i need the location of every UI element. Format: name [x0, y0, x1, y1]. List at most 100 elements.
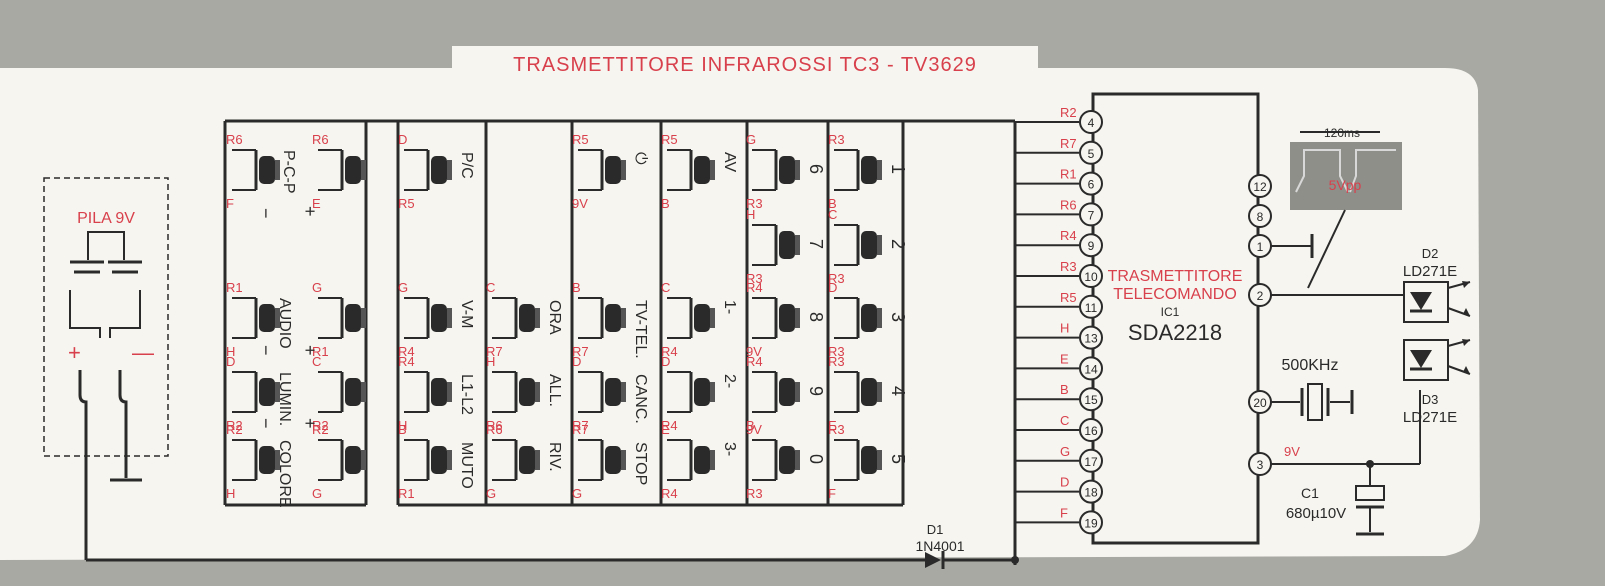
battery-plus: +	[68, 340, 81, 365]
cap-body	[1355, 485, 1385, 501]
button-cap	[779, 378, 795, 406]
button-stem	[877, 450, 882, 470]
button-net-bottom: E	[828, 418, 837, 433]
ic-pin-circle	[1079, 418, 1103, 442]
button-net-top: C	[486, 280, 495, 295]
keypad-button-23: GR3	[746, 132, 800, 211]
button-cap	[431, 304, 447, 332]
ic-pin-net: D	[1060, 475, 1069, 490]
button-net-top: R6	[226, 132, 243, 147]
button-net-bottom: B	[746, 418, 755, 433]
keypad-button-20: CR4	[661, 280, 715, 359]
ic-pin-net: R3	[1060, 259, 1077, 274]
cap-reference: C1	[1301, 485, 1319, 501]
button-cap	[779, 446, 795, 474]
board-background	[0, 68, 1480, 560]
button-net-bottom: R3	[828, 344, 845, 359]
keypad-button-17: D R7	[572, 354, 626, 433]
led-body	[1403, 281, 1449, 323]
keypad-button-16: BR7	[572, 280, 626, 359]
keypad-button-22: ER4	[661, 422, 715, 501]
button-stem	[795, 382, 800, 402]
ic-pin-circle	[1079, 233, 1103, 258]
ic-pin-circle	[1079, 264, 1103, 288]
button-net-top: G	[746, 132, 756, 147]
button-cap	[779, 304, 795, 332]
key-label-10: ORA	[546, 300, 563, 335]
button-net-top: H	[486, 354, 495, 369]
keypad-button-5: CR2	[312, 354, 366, 433]
keypad-button-28: R3B	[828, 132, 882, 211]
button-net-bottom: R2	[312, 418, 329, 433]
battery-minus-wire	[118, 370, 128, 478]
button-net-bottom: R5	[398, 196, 415, 211]
button-cap	[519, 446, 535, 474]
button-net-bottom: R7	[572, 418, 589, 433]
ic-pin-number: 8	[1257, 210, 1264, 224]
key-label-18: 1-	[721, 300, 738, 314]
button-cap	[345, 446, 361, 474]
keypad-button-2: R1H	[226, 280, 280, 359]
button-stem	[535, 450, 540, 470]
keypad-button-30: DR3	[828, 280, 882, 359]
button-cap	[861, 378, 877, 406]
keypad-button-11: BR1	[398, 422, 452, 501]
ic-pin-number: 13	[1084, 332, 1098, 346]
button-cap	[259, 156, 275, 184]
button-net-bottom: 9V	[746, 344, 762, 359]
key-label-12: RIV.	[546, 442, 563, 472]
button-net-bottom: R4	[661, 486, 678, 501]
ic-pin-number: 7	[1088, 208, 1095, 222]
ic-part-number: SDA2218	[1128, 320, 1222, 345]
button-net-top: R1	[226, 280, 243, 295]
button-net-top: C	[828, 207, 837, 222]
led-d2	[1403, 281, 1471, 323]
button-net-bottom: B	[661, 196, 670, 211]
battery-plus-wire	[78, 370, 88, 560]
button-stem	[877, 235, 882, 255]
key-sign-0: −	[256, 345, 276, 356]
button-net-top: R3	[828, 354, 845, 369]
ic-pin-circle	[1079, 202, 1103, 227]
button-stem	[877, 160, 882, 180]
junction-dot	[1011, 556, 1019, 564]
keypad-button-26: R4B	[746, 354, 800, 433]
button-stem	[710, 382, 715, 402]
button-net-bottom: R3	[746, 486, 763, 501]
ic-pin-net: R4	[1060, 228, 1077, 243]
key-label-26: 1	[888, 164, 908, 174]
led-body	[1403, 339, 1449, 381]
ic-pin-circle	[1079, 110, 1103, 134]
button-stem	[621, 308, 626, 328]
ic-function-line2: TELECOMANDO	[1113, 286, 1237, 303]
button-cap	[259, 378, 275, 406]
key-label-20: 3-	[721, 442, 738, 456]
button-net-top: D	[572, 354, 581, 369]
button-stem	[710, 160, 715, 180]
keypad-button-31: R3E	[828, 354, 882, 433]
key-label-0: P-C-P	[280, 150, 297, 194]
button-stem	[447, 450, 452, 470]
ic-pin-circle	[1079, 479, 1103, 504]
button-stem	[361, 160, 366, 180]
keypad-button-29: CR3	[828, 207, 882, 286]
ic-pin-number: 16	[1084, 424, 1098, 438]
button-net-top: R6	[486, 422, 503, 437]
ic-pin-net: R2	[1060, 105, 1077, 120]
ic-pin-number: 17	[1084, 455, 1098, 469]
button-net-top: R5	[661, 132, 678, 147]
button-net-bottom: H	[226, 486, 235, 501]
ic-pin-number: 20	[1253, 396, 1267, 410]
button-cap	[345, 378, 361, 406]
button-net-bottom: G	[572, 486, 582, 501]
key-sign-3: +	[300, 418, 320, 429]
button-cap	[605, 378, 621, 406]
ic-pin-number: 10	[1084, 270, 1098, 284]
button-net-bottom: R4	[398, 344, 415, 359]
ic-pin-number: 15	[1084, 393, 1098, 407]
button-net-bottom: H	[226, 344, 235, 359]
ic-pin-net: F	[1060, 505, 1068, 520]
waveform-trace	[1295, 149, 1396, 193]
button-stem	[275, 450, 280, 470]
ic-pin-circle	[1079, 356, 1103, 381]
